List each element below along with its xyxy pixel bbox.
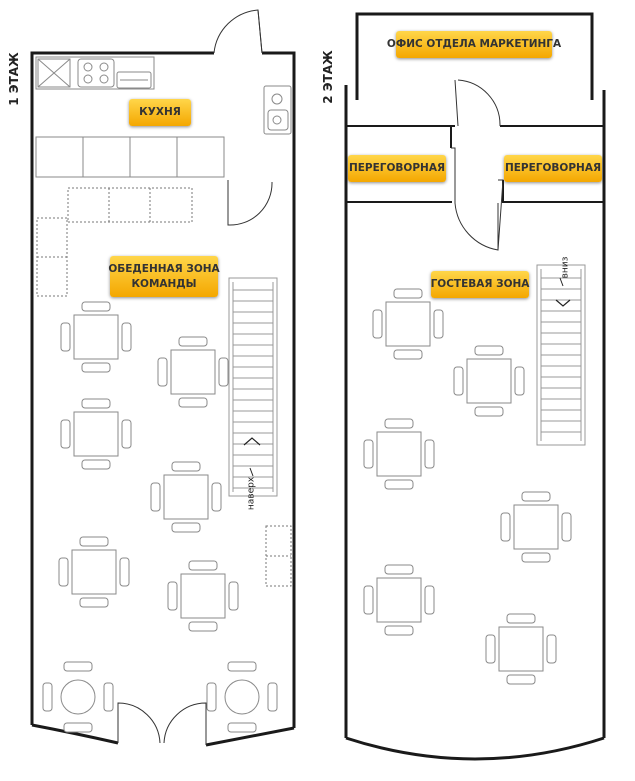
floor2-marketing-wall [355, 12, 594, 100]
room-label-kitchen: КУХНЯ [129, 99, 191, 126]
table-set [363, 418, 435, 490]
floor1-label: 1 ЭТАЖ [7, 52, 21, 106]
table-set [453, 345, 525, 417]
table-set [157, 336, 229, 408]
room-label-marketing-office: ОФИС ОТДЕЛА МАРКЕТИНГА [387, 31, 561, 58]
stairs-floor2 [536, 264, 586, 446]
room-label-dining-line2: КОМАНДЫ [131, 277, 197, 290]
stove [77, 58, 115, 88]
floor1-wall-bottom [31, 723, 119, 745]
kitchen-island [67, 187, 193, 223]
table-set [500, 491, 572, 563]
room-label-guest-zone: ГОСТЕВАЯ ЗОНА [431, 271, 529, 298]
table-set [485, 613, 557, 685]
table-set [60, 398, 132, 470]
floor1-wall-bottom-right [205, 726, 295, 747]
room-label-meeting-right: ПЕРЕГОВОРНАЯ [504, 155, 602, 182]
door-floor1-top [213, 9, 263, 54]
room-label-meeting-left: ПЕРЕГОВОРНАЯ [348, 155, 446, 182]
floor1-wall-left [30, 51, 214, 725]
stairs-up-label: наверх [246, 476, 257, 511]
round-table [206, 661, 278, 733]
floor2-label: 2 ЭТАЖ [321, 50, 335, 104]
stairs-floor1 [228, 277, 278, 497]
stairs-down-label: вниз [560, 256, 571, 279]
table-set [167, 560, 239, 632]
door-marketing [454, 79, 501, 127]
room-label-dining: ОБЕДЕННАЯ ЗОНА КОМАНДЫ [108, 256, 220, 297]
room-label-dining-line1: ОБЕДЕННАЯ ЗОНА [108, 262, 220, 275]
floor1-wall-top-right [262, 51, 296, 728]
table-set [58, 536, 130, 608]
table-set [60, 301, 132, 373]
table-set [150, 461, 222, 533]
door-kitchen [227, 180, 273, 226]
round-table [42, 661, 114, 733]
floor2-wall-bottom [345, 736, 605, 761]
table-set [372, 288, 444, 360]
door-meeting-left [451, 147, 499, 251]
door-meeting-right [497, 179, 504, 251]
table-set [363, 564, 435, 636]
door-floor1-bottom [117, 702, 161, 744]
